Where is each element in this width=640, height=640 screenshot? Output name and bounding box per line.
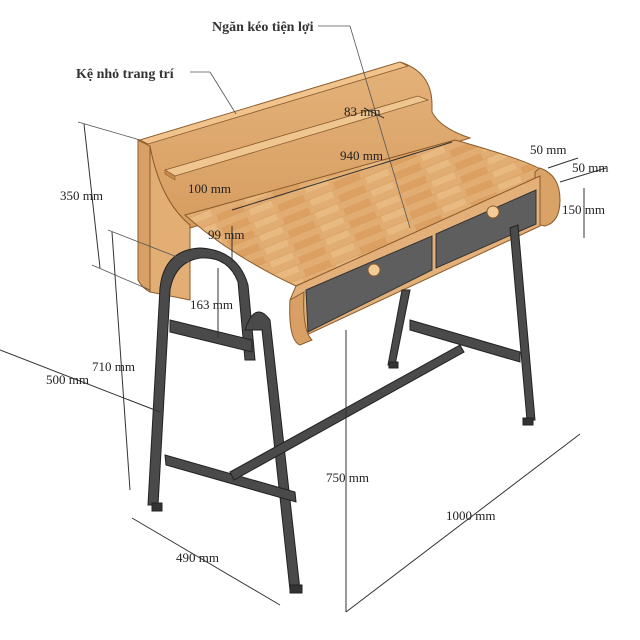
dim-depth-total: 500 mm: [46, 372, 89, 387]
dim-leg-depth: 490 mm: [176, 550, 219, 565]
dim-top-width: 940 mm: [340, 148, 383, 163]
dim-panel-height: 350 mm: [60, 188, 103, 203]
dim-side-offset-right: 50 mm: [572, 160, 608, 175]
dim-leg-height: 710 mm: [92, 359, 135, 374]
drawer-knob-left[interactable]: [367, 263, 381, 277]
right-end-panel: [534, 167, 561, 227]
drawer-left[interactable]: [305, 235, 433, 333]
dim-side-offset-top: 50 mm: [530, 142, 566, 157]
dim-leg-arch-height: 163 mm: [190, 297, 233, 312]
dim-gap-to-shelf: 100 mm: [188, 181, 231, 196]
dim-drawer-height: 99 mm: [208, 227, 244, 242]
dimension-lines: [0, 25, 607, 613]
dim-side-panel-depth: 150 mm: [562, 202, 605, 217]
drawer-knob-right[interactable]: [486, 205, 500, 219]
callout-drawer: Ngăn kéo tiện lợi: [212, 20, 314, 35]
dim-total-height: 750 mm: [326, 470, 369, 485]
metal-legs: [147, 224, 536, 594]
drawer-right[interactable]: [435, 189, 537, 269]
dim-total-width: 1000 mm: [446, 508, 495, 523]
dim-shelf-depth: 83 mm: [344, 104, 380, 119]
front-apron: [289, 175, 541, 346]
callout-shelf: Kệ nhỏ trang trí: [76, 67, 175, 82]
decorative-shelf: [164, 95, 430, 181]
